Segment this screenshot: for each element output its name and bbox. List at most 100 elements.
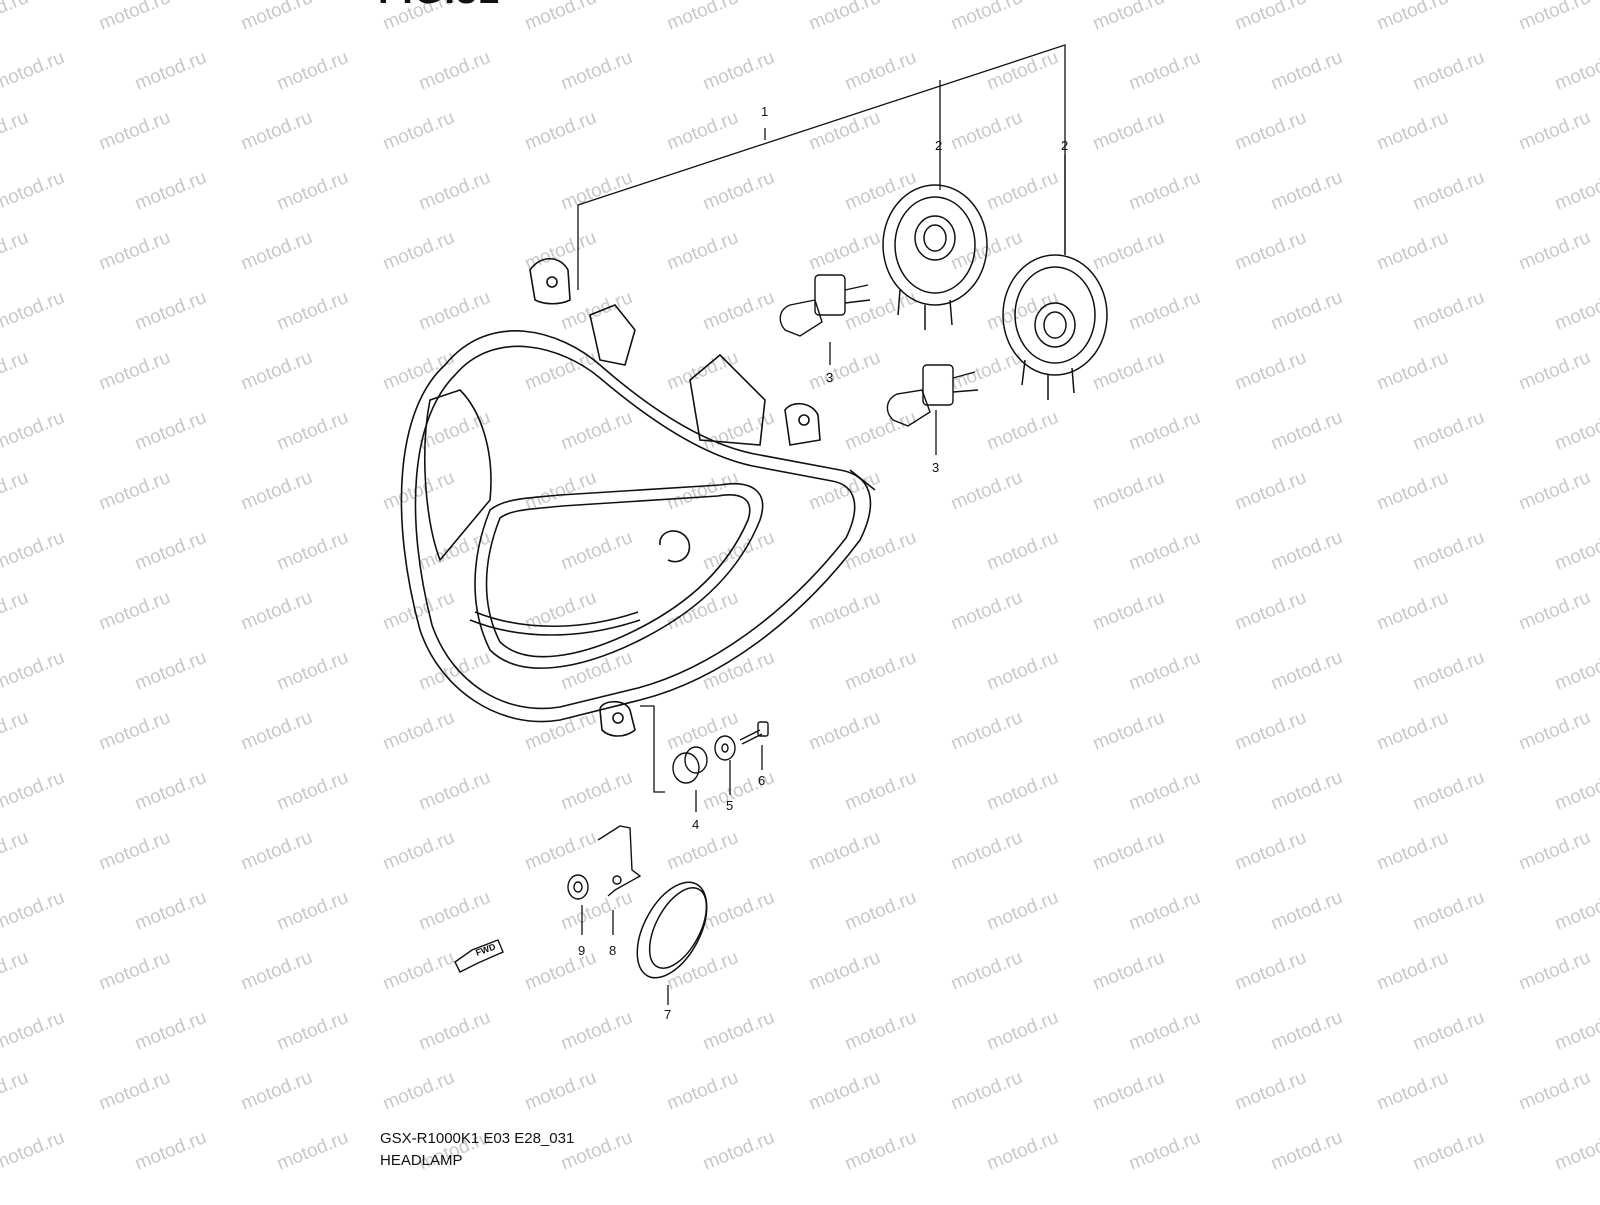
watermark-text: motod.ru [1232, 347, 1309, 395]
watermark-text: motod.ru [522, 707, 599, 755]
watermark-text: motod.ru [274, 287, 351, 335]
mount-bracket-line [640, 705, 665, 793]
watermark-text: motod.ru [664, 587, 741, 635]
section-name: HEADLAMP [380, 1152, 463, 1169]
callout-nut: 9 [578, 943, 585, 958]
watermark-text: motod.ru [1552, 1007, 1600, 1055]
watermark-text: motod.ru [238, 707, 315, 755]
bracket [597, 825, 642, 897]
watermark-text: motod.ru [1090, 1067, 1167, 1115]
watermark-text: motod.ru [380, 947, 457, 995]
watermark-text: motod.ru [948, 707, 1025, 755]
watermark-text: motod.ru [1374, 947, 1451, 995]
watermark-text: motod.ru [0, 587, 31, 635]
bulb-socket-b [1002, 254, 1108, 400]
watermark-text: motod.ru [664, 947, 741, 995]
watermark-text: motod.ru [984, 767, 1061, 815]
callout-bulb-b: 3 [932, 460, 939, 475]
watermark-text: motod.ru [0, 287, 67, 335]
watermark-text: motod.ru [1410, 647, 1487, 695]
watermark-text: motod.ru [416, 1007, 493, 1055]
watermark-text: motod.ru [1516, 707, 1593, 755]
watermark-text: motod.ru [132, 287, 209, 335]
watermark-text: motod.ru [132, 167, 209, 215]
watermark-text: motod.ru [948, 587, 1025, 635]
watermark-text: motod.ru [96, 107, 173, 155]
watermark-text: motod.ru [842, 767, 919, 815]
watermark-text: motod.ru [558, 527, 635, 575]
watermark-text: motod.ru [380, 347, 457, 395]
watermark-text: motod.ru [0, 827, 31, 875]
watermark-text: motod.ru [416, 887, 493, 935]
watermark-text: motod.ru [700, 1007, 777, 1055]
watermark-text: motod.ru [0, 467, 31, 515]
watermark-text: motod.ru [984, 1127, 1061, 1175]
model-code: GSX-R1000K1 E03 E28_031 [380, 1130, 575, 1147]
watermark-text: motod.ru [1090, 707, 1167, 755]
side-mount-tab [784, 402, 821, 446]
watermark-text: motod.ru [806, 947, 883, 995]
watermark-text: motod.ru [948, 107, 1025, 155]
watermark-text: motod.ru [1410, 167, 1487, 215]
watermark-text: motod.ru [416, 167, 493, 215]
watermark-text: motod.ru [806, 347, 883, 395]
watermark-text: motod.ru [806, 707, 883, 755]
callout-reflector: 7 [664, 1007, 671, 1022]
watermark-text: motod.ru [0, 527, 67, 575]
watermark-text: motod.ru [1126, 1127, 1203, 1175]
watermark-text: motod.ru [522, 947, 599, 995]
watermark-text: motod.ru [664, 467, 741, 515]
watermark-text: motod.ru [700, 527, 777, 575]
upper-mount-tab [529, 257, 571, 305]
watermark-text: motod.ru [1552, 767, 1600, 815]
screw [739, 721, 769, 745]
watermark-text: motod.ru [842, 887, 919, 935]
watermark-text: motod.ru [1232, 1067, 1309, 1115]
watermark-text: motod.ru [238, 0, 315, 35]
watermark-text: motod.ru [984, 527, 1061, 575]
watermark-text: motod.ru [1232, 467, 1309, 515]
watermark-text: motod.ru [0, 407, 67, 455]
rear-connector [689, 353, 766, 446]
watermark-text: motod.ru [1552, 527, 1600, 575]
watermark-text: motod.ru [0, 167, 67, 215]
headlamp-lens-highlight [659, 530, 691, 563]
watermark-text: motod.ru [274, 407, 351, 455]
watermark-text: motod.ru [0, 767, 67, 815]
watermark-text: motod.ru [558, 1007, 635, 1055]
watermark-text: motod.ru [1552, 1127, 1600, 1175]
watermark-text: motod.ru [948, 347, 1025, 395]
watermark-text: motod.ru [238, 947, 315, 995]
watermark-text: motod.ru [0, 947, 31, 995]
watermark-text: motod.ru [1374, 0, 1451, 35]
watermark-text: motod.ru [842, 47, 919, 95]
washer [714, 735, 736, 761]
watermark-text: motod.ru [416, 47, 493, 95]
watermark-text: motod.ru [1410, 767, 1487, 815]
watermark-text: motod.ru [842, 167, 919, 215]
headlamp-housing [400, 257, 876, 737]
watermark-text: motod.ru [1552, 287, 1600, 335]
watermark-text: motod.ru [1410, 527, 1487, 575]
watermark-text: motod.ru [274, 47, 351, 95]
watermark-text: motod.ru [0, 107, 31, 155]
watermark-text: motod.ru [948, 947, 1025, 995]
bulb-b [886, 364, 979, 427]
watermark-text: motod.ru [1552, 407, 1600, 455]
watermark-text: motod.ru [132, 407, 209, 455]
callout-labels: 1 2 2 3 3 4 5 6 7 8 9 [578, 104, 1068, 1022]
watermark-text: motod.ru [700, 167, 777, 215]
watermark-text: motod.ru [806, 827, 883, 875]
watermark-text: motod.ru [664, 347, 741, 395]
watermark-text: motod.ru [132, 1007, 209, 1055]
watermark-text: motod.ru [1126, 527, 1203, 575]
watermark-layer: motod.ru motod.ru motod.ru motod.ru motod.ru… [0, 0, 1600, 1175]
watermark-text: motod.ru [1374, 467, 1451, 515]
watermark-text: motod.ru [96, 0, 173, 35]
watermark-text: motod.ru [1232, 227, 1309, 275]
watermark-text: motod.ru [96, 227, 173, 275]
watermark-text: motod.ru [1516, 107, 1593, 155]
watermark-text: motod.ru [238, 587, 315, 635]
watermark-text: motod.ru [274, 647, 351, 695]
watermark-text: motod.ru [700, 887, 777, 935]
